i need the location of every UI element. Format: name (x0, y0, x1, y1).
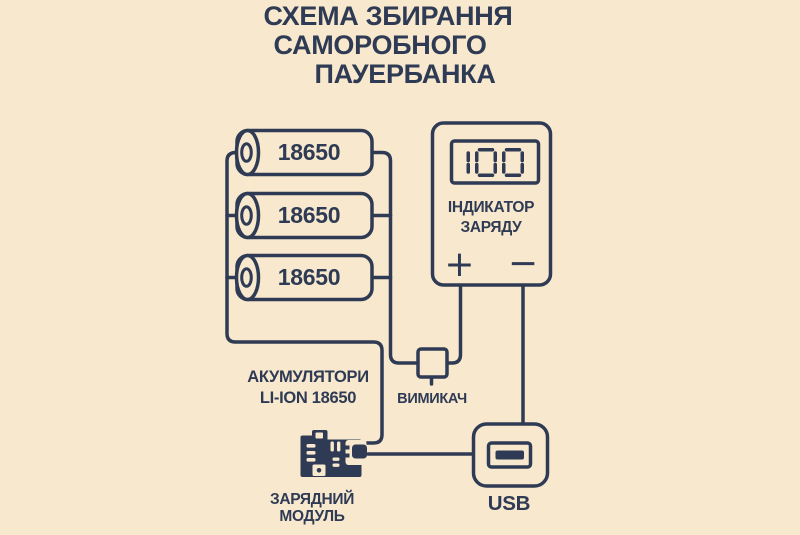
page-title-line-1: СХЕМА ЗБИРАННЯ (263, 1, 513, 31)
page-title-line-3: ПАУЕРБАНКА (314, 59, 496, 89)
battery-label: 18650 (277, 202, 341, 228)
module-cap-slot (330, 441, 334, 452)
charger-module-label-line-2: МОДУЛЬ (279, 508, 345, 525)
batteries-caption: АКУМУЛЯТОРИ LI-ION 18650 (247, 367, 369, 408)
battery-cylinder-icon (234, 191, 374, 240)
batteries-caption-line-2: LI-ION 18650 (259, 388, 357, 407)
switch-icon (416, 347, 449, 386)
module-cap-slot (337, 441, 341, 452)
battery-terminal (240, 142, 253, 163)
battery-cylinder-icon (234, 128, 374, 177)
module-tab-notch (315, 432, 323, 439)
battery-cylinder-icon (234, 253, 374, 302)
plus-terminal: + (444, 244, 475, 285)
charging-module-icon (300, 430, 367, 477)
indicator-label-line-2: ЗАРЯДУ (460, 218, 522, 236)
module-pin-slot (306, 444, 316, 448)
usb-port-icon (471, 422, 550, 488)
module-pin-slot (306, 458, 316, 462)
indicator-label: ІНДИКАТОР ЗАРЯДУ (447, 198, 535, 237)
battery-label: 18650 (277, 139, 341, 165)
module-usb-plug (352, 444, 367, 459)
wire-switch-to-indicator (445, 284, 463, 365)
module-usb-tab (345, 453, 350, 458)
seven-segment-display (466, 148, 524, 177)
charger-module-label: ЗАРЯДНИЙ МОДУЛЬ (270, 491, 354, 525)
switch-body (416, 347, 449, 379)
charge-indicator-icon (430, 121, 553, 287)
module-mark (332, 457, 340, 461)
battery-terminal (240, 267, 253, 288)
module-mark (332, 463, 340, 467)
indicator-label-line-1: ІНДИКАТОР (447, 199, 535, 216)
battery-terminal (240, 205, 253, 226)
switch-label: ВИМИКАЧ (397, 391, 467, 407)
charger-module-label-line-1: ЗАРЯДНИЙ (269, 491, 355, 508)
batteries-caption-line-1: АКУМУЛЯТОРИ (247, 368, 369, 386)
page-title-line-2: САМОРОБНОГО (273, 30, 487, 60)
usb-port-pin (495, 450, 524, 460)
battery-label: 18650 (277, 264, 341, 290)
wire-left-bus (225, 150, 384, 445)
wire-right-bus (370, 150, 420, 365)
minus-terminal: − (507, 242, 539, 284)
module-pin-slot (306, 451, 316, 455)
usb-label: USB (487, 492, 531, 515)
module-mount-dot (316, 468, 322, 473)
module-usb-tab (345, 445, 350, 450)
